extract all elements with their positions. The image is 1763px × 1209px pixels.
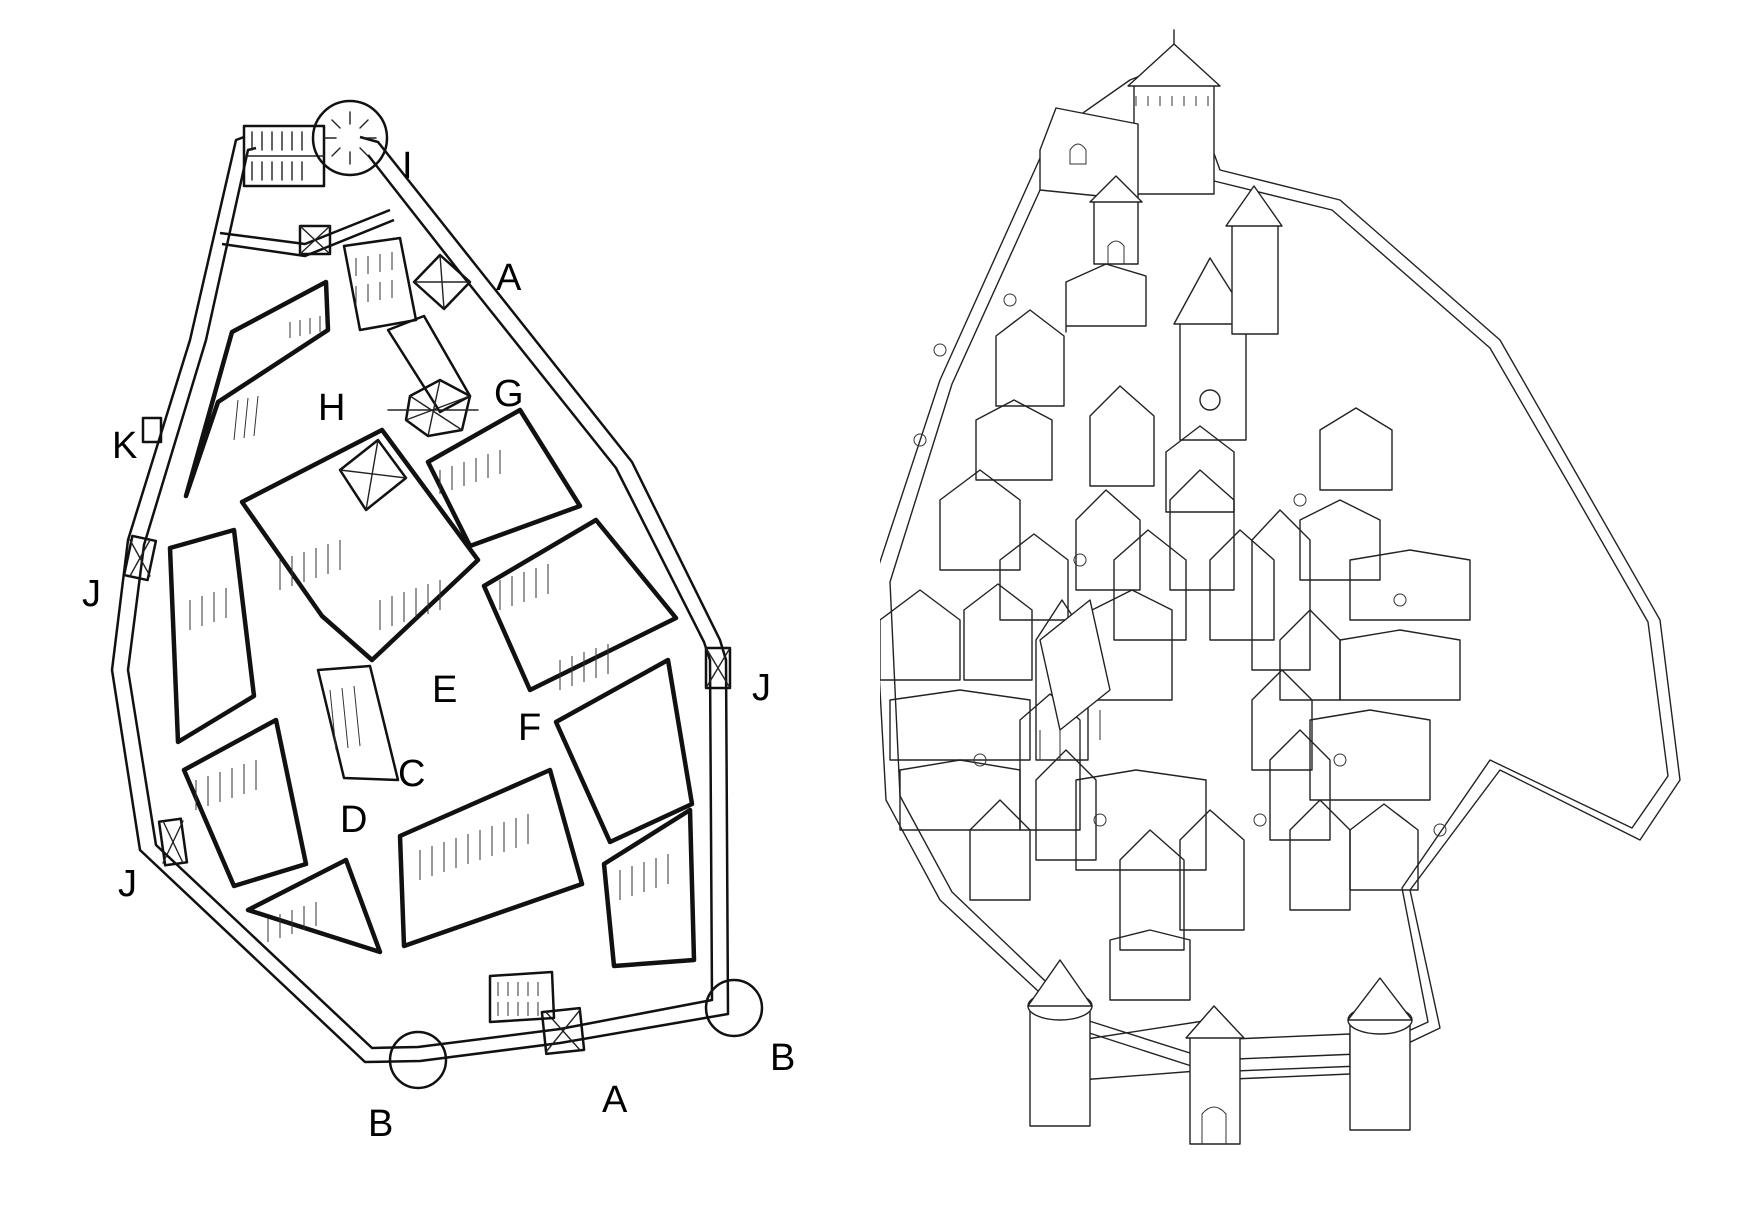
town-sketch-illustration xyxy=(880,29,1681,1145)
label-j-west: J xyxy=(82,573,101,615)
gatehouse-icon xyxy=(1185,1005,1245,1145)
label-a-south: A xyxy=(602,1079,628,1121)
town-sketch-panel xyxy=(880,0,1763,1209)
label-k: K xyxy=(112,425,137,467)
street-blocks xyxy=(167,236,697,1024)
label-a-north: A xyxy=(496,257,522,299)
keep-building xyxy=(242,124,326,188)
inner-wall xyxy=(219,208,395,258)
label-g: G xyxy=(494,373,524,415)
keep-hall-building xyxy=(1039,107,1139,201)
town-plan-map: I A G H K J J E F C D J B A B xyxy=(82,99,795,1145)
gatehouse-icon xyxy=(157,817,189,867)
ground-texture xyxy=(913,293,1447,837)
label-i: I xyxy=(402,145,413,187)
label-j-east: J xyxy=(752,667,771,709)
label-j-southwest: J xyxy=(118,863,137,905)
postern-icon xyxy=(141,416,163,444)
house-cluster xyxy=(880,263,1471,1001)
gatehouse-icon xyxy=(704,646,732,690)
building-hatching xyxy=(189,252,669,1016)
label-f: F xyxy=(518,707,541,749)
gatehouse-icon xyxy=(122,534,158,582)
church-icon xyxy=(386,314,479,438)
label-e: E xyxy=(432,669,457,711)
label-b-east: B xyxy=(770,1037,795,1079)
label-h: H xyxy=(318,387,345,429)
gatehouse-icon xyxy=(298,224,332,256)
label-b-west: B xyxy=(368,1103,393,1145)
round-tower-icon xyxy=(311,99,389,177)
round-tower-icon xyxy=(1347,977,1413,1131)
gatehouse-icon xyxy=(412,253,472,311)
round-tower-icon xyxy=(1127,29,1221,195)
round-tower-icon xyxy=(704,978,764,1038)
label-d: D xyxy=(340,799,367,841)
town-plan-panel: I A G H K J J E F C D J B A B xyxy=(0,0,880,1209)
hatched-building-icon xyxy=(338,438,408,512)
north-gatehouse xyxy=(1089,175,1143,265)
town-wall xyxy=(110,135,730,1064)
keep-hatching xyxy=(243,131,325,181)
round-tower-icon xyxy=(388,1030,448,1090)
round-tower-icon xyxy=(1027,959,1093,1127)
market-hall xyxy=(1039,599,1111,760)
label-c: C xyxy=(398,753,425,795)
east-tower xyxy=(1225,185,1283,335)
